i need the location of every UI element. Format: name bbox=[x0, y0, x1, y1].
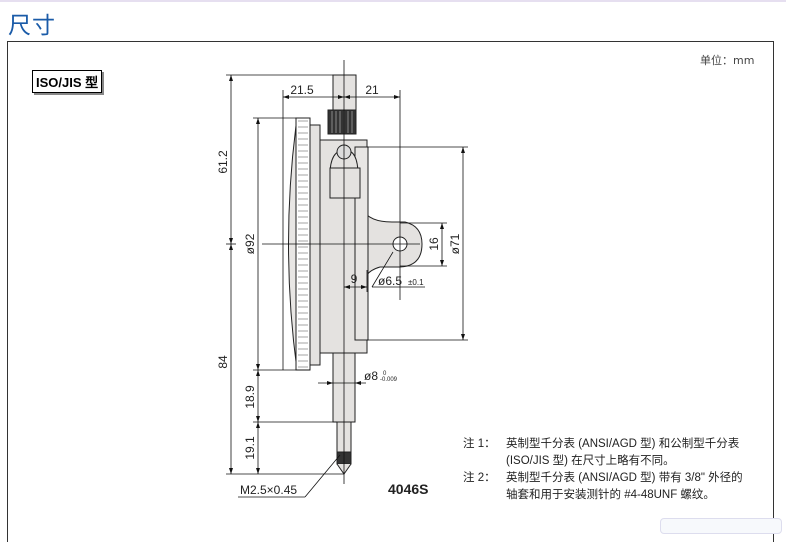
model-number: 4046S bbox=[388, 481, 428, 497]
dim-92: ø92 bbox=[243, 233, 257, 254]
note-line: (ISO/JIS 型) 在尺寸上略有不同。 bbox=[506, 455, 675, 467]
dim-16: 16 bbox=[427, 237, 441, 251]
dim-9: 9 bbox=[351, 272, 358, 286]
note-line: 轴套和用于安装测针的 #4-48UNF 螺纹。 bbox=[506, 489, 715, 501]
note-label: 注 2： bbox=[463, 472, 496, 484]
dim-84: 84 bbox=[216, 355, 230, 369]
note-line: 英制型千分表 (ANSI/AGD 型) 带有 3/8" 外径的 bbox=[506, 472, 743, 484]
note-1: 注 1： 英制型千分表 (ANSI/AGD 型) 和公制型千分表 (ISO/JIS… bbox=[463, 436, 743, 470]
dim-61-2: 61.2 bbox=[216, 150, 230, 174]
stem-cap bbox=[332, 74, 357, 116]
dial-gauge-drawing: 21.5 21 61.2 84 ø92 18.9 19.1 ø71 16 9 ø… bbox=[216, 60, 468, 498]
dim-71: ø71 bbox=[448, 233, 462, 254]
dim-stem-tol-lower: -0.009 bbox=[380, 377, 398, 383]
note-line: 英制型千分表 (ANSI/AGD 型) 和公制型千分表 bbox=[506, 438, 740, 450]
dim-hole-tol: ±0.1 bbox=[408, 278, 424, 287]
dim-18-9: 18.9 bbox=[243, 385, 257, 409]
dim-stem: ø8 bbox=[364, 369, 378, 383]
drawing-frame bbox=[7, 41, 774, 542]
dim-stem-tol-upper: 0 bbox=[383, 371, 387, 377]
knurled-cap bbox=[327, 109, 357, 135]
dim-19-1: 19.1 bbox=[243, 436, 257, 460]
top-band bbox=[0, 0, 786, 2]
corner-panel bbox=[660, 518, 782, 534]
note-2: 注 2： 英制型千分表 (ANSI/AGD 型) 带有 3/8" 外径的轴套和用… bbox=[463, 470, 743, 504]
dim-21: 21 bbox=[365, 83, 379, 97]
dim-hole: ø6.5 bbox=[378, 274, 402, 288]
dim-thread: M2.5×0.45 bbox=[240, 483, 297, 497]
type-label: ISO/JIS 型 bbox=[32, 70, 103, 93]
notes: 注 1： 英制型千分表 (ANSI/AGD 型) 和公制型千分表 (ISO/JIS… bbox=[463, 436, 743, 504]
page-title: 尺寸 bbox=[8, 13, 56, 39]
dimension-lines bbox=[226, 60, 468, 498]
unit-label: 单位：mm bbox=[700, 54, 755, 67]
dim-21-5: 21.5 bbox=[290, 83, 314, 97]
note-label: 注 1： bbox=[463, 438, 496, 450]
